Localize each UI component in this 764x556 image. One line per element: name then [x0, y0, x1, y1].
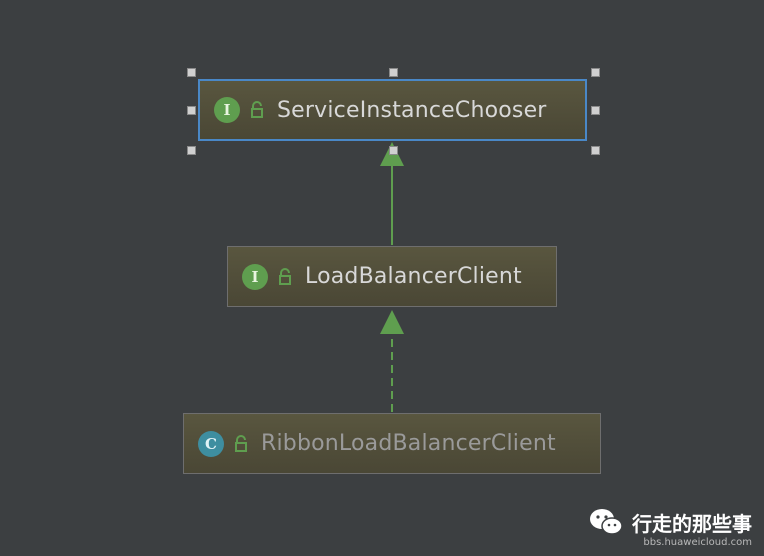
unlocked-icon [279, 267, 291, 285]
node-ribbon-load-balancer-client[interactable]: C RibbonLoadBalancerClient [183, 413, 601, 474]
class-icon: C [198, 430, 224, 457]
interface-icon: I [242, 263, 268, 290]
node-service-instance-chooser[interactable]: I ServiceInstanceChooser [198, 79, 587, 141]
watermark: 行走的那些事 bbs.huaweicloud.com [588, 507, 752, 548]
node-label: LoadBalancerClient [305, 264, 522, 289]
node-load-balancer-client[interactable]: I LoadBalancerClient [227, 246, 557, 307]
watermark-name: 行走的那些事 [632, 511, 752, 536]
resize-handle-middle-left[interactable] [187, 106, 196, 115]
resize-handle-bottom-left[interactable] [187, 146, 196, 155]
implements-arrowhead [380, 310, 404, 334]
resize-handle-top-middle[interactable] [389, 68, 398, 77]
unlocked-icon [251, 101, 263, 118]
node-label: RibbonLoadBalancerClient [261, 431, 556, 456]
resize-handle-top-left[interactable] [187, 68, 196, 77]
resize-handle-bottom-middle[interactable] [389, 146, 398, 155]
interface-icon: I [214, 97, 240, 123]
unlocked-icon [235, 434, 247, 452]
resize-handle-bottom-right[interactable] [591, 146, 600, 155]
resize-handle-top-right[interactable] [591, 68, 600, 77]
resize-handle-middle-right[interactable] [591, 106, 600, 115]
watermark-url: bbs.huaweicloud.com [643, 537, 752, 548]
node-label: ServiceInstanceChooser [277, 97, 547, 123]
wechat-icon [590, 509, 623, 535]
